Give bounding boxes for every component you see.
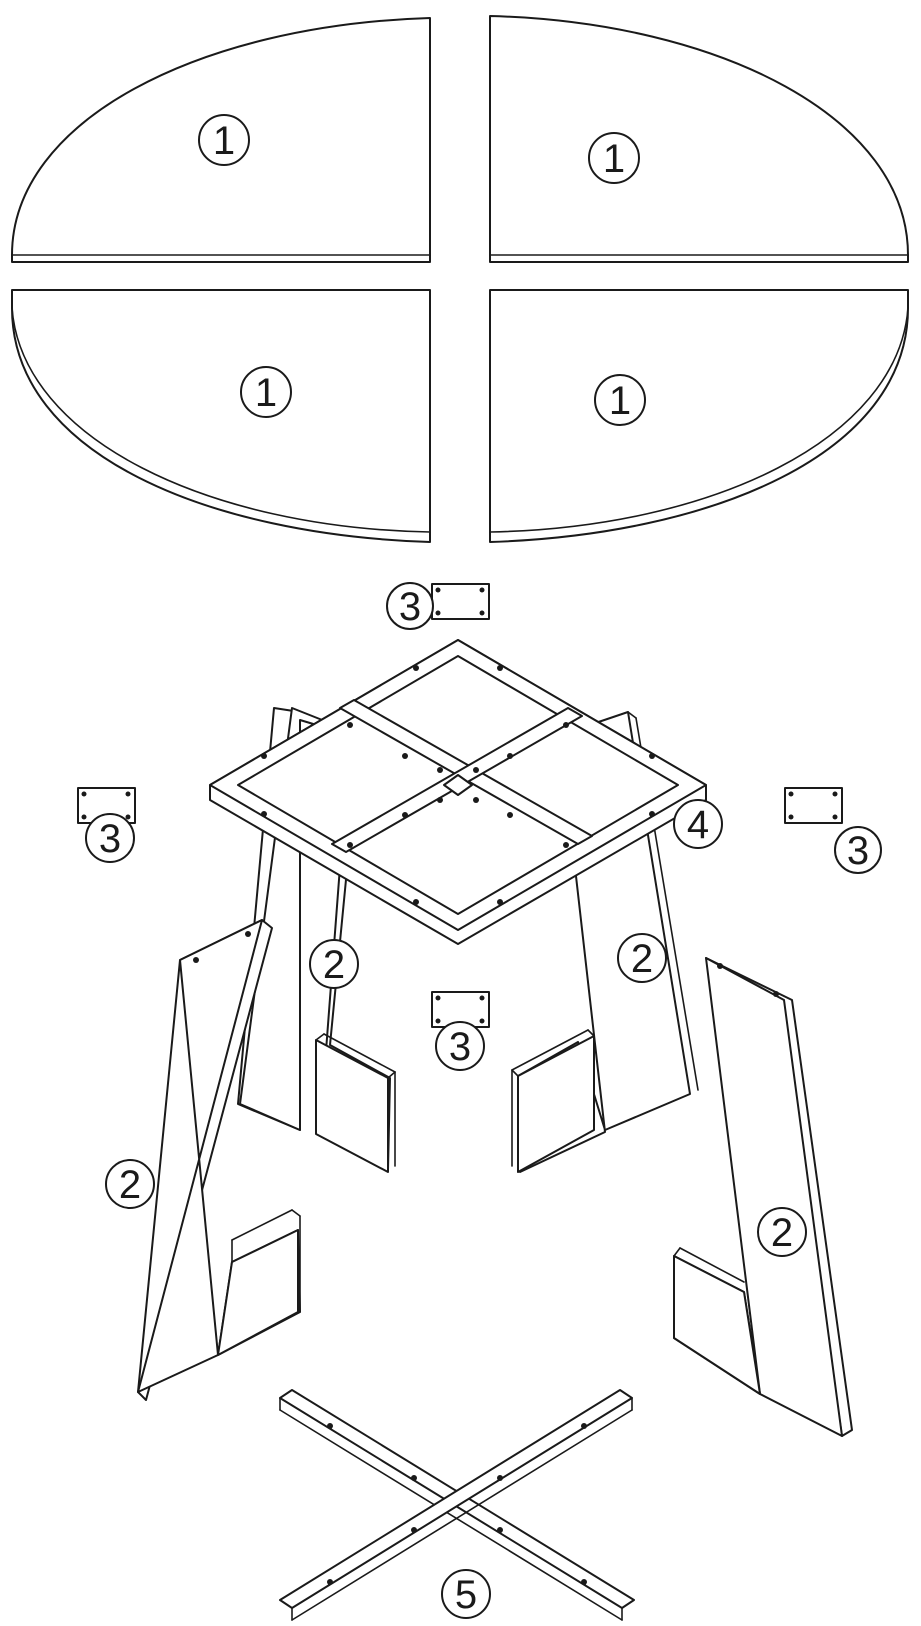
callout-label: 2 (119, 1163, 141, 1207)
tabletop-quarter-top-right (489, 15, 909, 263)
bracket-plate-right (784, 787, 843, 824)
callout-label: 3 (847, 829, 869, 873)
callout-label: 1 (609, 379, 631, 423)
bracket-plate-top (431, 583, 490, 620)
callout-part-2-front-left: 2 (105, 1159, 155, 1209)
callout-label: 5 (455, 1573, 477, 1617)
callout-part-1-c: 1 (240, 366, 292, 418)
callout-label: 4 (687, 803, 709, 847)
cross-base (279, 1389, 635, 1621)
top-frame (209, 639, 707, 945)
leg-panel-front-right (673, 957, 853, 1437)
tabletop-quarter-bottom-right (489, 289, 909, 543)
callout-label: 2 (771, 1211, 793, 1255)
callout-label: 1 (213, 119, 235, 163)
callout-part-3-right: 3 (834, 826, 882, 874)
callout-label: 2 (631, 937, 653, 981)
callout-part-2-back-left: 2 (309, 939, 359, 989)
leg-panel-back-right (511, 711, 699, 1173)
callout-label: 1 (603, 137, 625, 181)
callout-part-1-a: 1 (198, 114, 250, 166)
callout-part-1-b: 1 (588, 132, 640, 184)
callout-part-5: 5 (441, 1569, 491, 1619)
callout-part-2-back-right: 2 (617, 933, 667, 983)
callout-label: 2 (323, 943, 345, 987)
leg-panel-front-left (137, 919, 301, 1401)
callout-part-3-left: 3 (85, 813, 135, 863)
callout-part-1-d: 1 (594, 374, 646, 426)
callout-part-3-center: 3 (435, 1021, 485, 1071)
callout-label: 3 (399, 585, 421, 629)
callout-label: 3 (99, 817, 121, 861)
tabletop-quarter-bottom-left (11, 289, 431, 543)
callout-label: 3 (449, 1025, 471, 1069)
callout-label: 1 (255, 371, 277, 415)
callout-part-2-front-right: 2 (757, 1207, 807, 1257)
callout-part-3-top: 3 (386, 582, 434, 630)
callout-part-4: 4 (673, 799, 723, 849)
